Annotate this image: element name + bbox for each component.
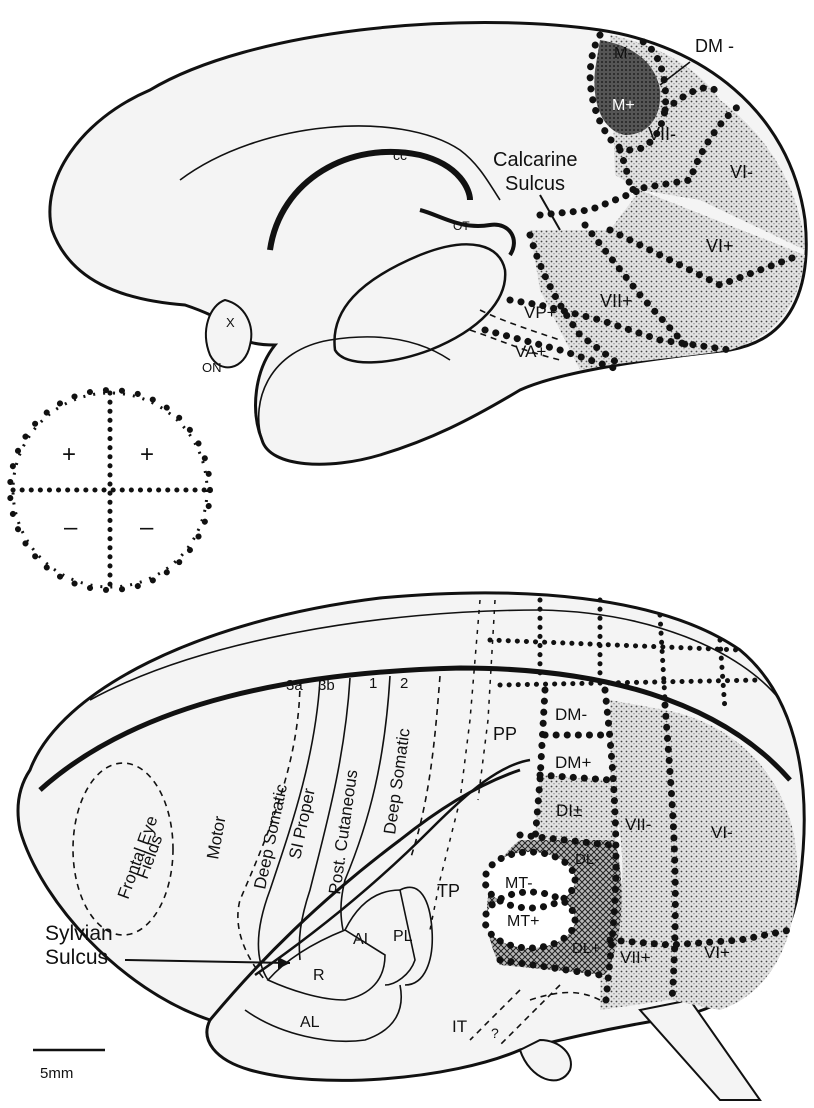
label-r: R	[313, 967, 325, 984]
label-va-plus: VA+	[515, 342, 546, 361]
visual-field-legend: + + – –	[10, 390, 210, 590]
label-v1-plus-lateral: VI+	[704, 943, 730, 962]
label-calcarine-2: Sulcus	[505, 173, 565, 195]
label-v2-minus-lateral: VII-	[625, 815, 651, 834]
label-pp: PP	[493, 724, 517, 744]
label-mt-plus: MT+	[507, 913, 539, 930]
label-v1-minus-medial: VI-	[730, 162, 753, 182]
label-dm-minus-lateral: DM-	[555, 705, 587, 724]
label-pl: PL	[393, 928, 413, 945]
label-sylvian-1: Sylvian	[45, 922, 113, 945]
label-mt-minus: MT-	[505, 875, 533, 892]
scale-bar-label: 5mm	[40, 1065, 73, 1082]
label-sylvian-2: Sulcus	[45, 946, 108, 969]
label-tp: TP	[437, 881, 460, 901]
label-on: ON	[202, 360, 222, 375]
label-ai: AI	[353, 931, 368, 948]
label-it: IT	[452, 1017, 467, 1036]
label-dm-minus-medial: DM -	[695, 36, 734, 56]
label-calcarine-1: Calcarine	[493, 149, 577, 171]
legend-upper-left: +	[62, 441, 76, 468]
label-v1-minus-lateral: VI-	[711, 823, 733, 842]
label-3b: 3b	[318, 677, 335, 694]
legend-lower-right: –	[140, 514, 154, 541]
label-x: X	[226, 315, 235, 330]
label-v2-plus-lateral: VII+	[620, 948, 651, 967]
lateral-view: 3a 3b 1 2 PP DM- DM+ DI± VII- VI- Fronta…	[18, 593, 804, 1100]
label-v2-minus-medial: VII-	[648, 124, 676, 144]
label-m-minus: M-	[614, 45, 633, 62]
label-2: 2	[400, 675, 408, 692]
brainstem	[640, 1000, 760, 1100]
label-v1-plus-medial: VI+	[706, 236, 734, 256]
label-m-plus: M+	[612, 97, 635, 114]
brainstem-stub	[520, 1040, 571, 1080]
medial-view: M- DM - M+ VII- VI- cc OT Calcarine Sulc…	[50, 23, 806, 465]
label-3a: 3a	[286, 677, 303, 694]
label-di: DI±	[556, 801, 582, 820]
legend-upper-right: +	[140, 441, 154, 468]
label-dl-minus: DL-	[575, 851, 599, 868]
scale-bar: 5mm	[33, 1050, 105, 1082]
label-dl-plus: DL+	[572, 940, 600, 957]
label-dm-plus: DM+	[555, 753, 591, 772]
label-al: AL	[300, 1014, 320, 1031]
legend-lower-left: –	[64, 514, 78, 541]
label-v2-plus-medial: VII+	[600, 291, 633, 311]
label-1: 1	[369, 675, 377, 692]
label-ot: OT	[453, 219, 470, 233]
label-vp-plus: VP+	[524, 303, 557, 322]
label-question: ?	[491, 1025, 499, 1041]
label-cc: cc	[393, 147, 407, 163]
